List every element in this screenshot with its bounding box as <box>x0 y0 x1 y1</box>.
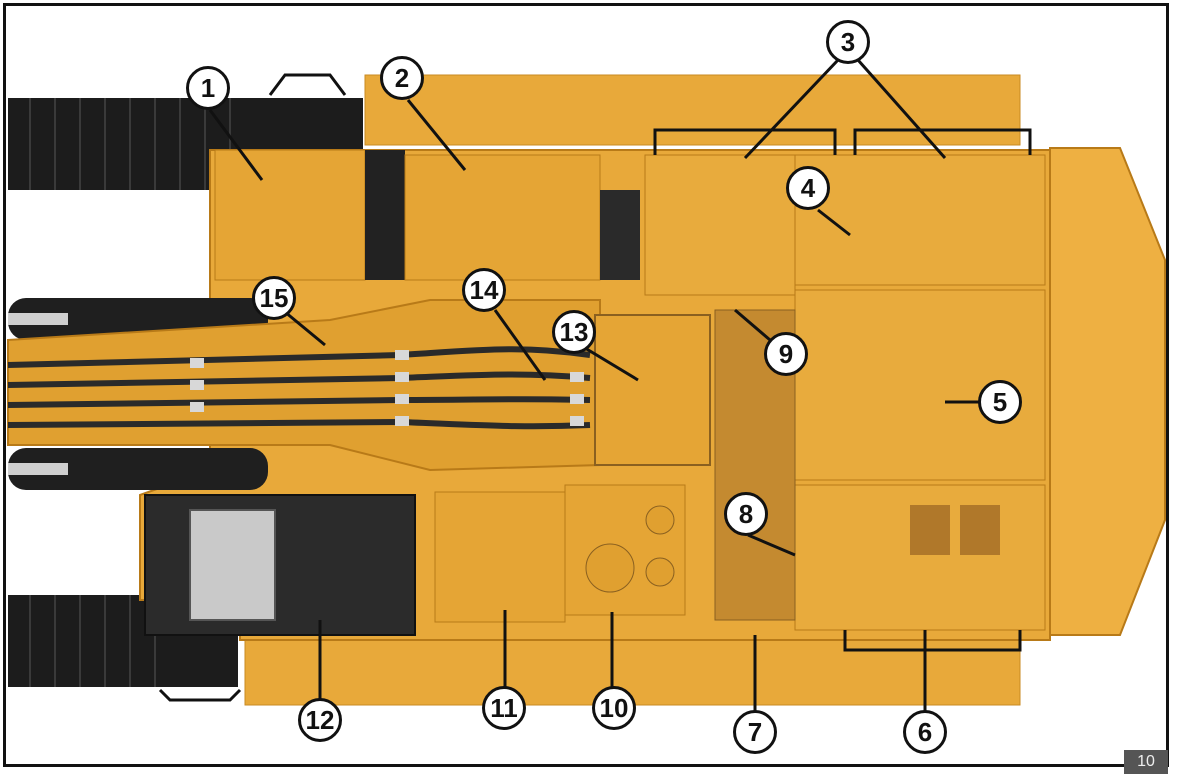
tank-2 <box>404 154 601 281</box>
hose-fittings <box>190 350 584 426</box>
callout-9: 9 <box>764 332 808 376</box>
dark-gap-2 <box>600 190 640 280</box>
callout-4: 4 <box>786 166 830 210</box>
leader-lines <box>208 58 980 712</box>
cylinder-rod-lower <box>8 463 68 475</box>
callout-11: 11 <box>482 686 526 730</box>
handrails <box>158 73 1032 702</box>
callout-12: 12 <box>298 698 342 742</box>
cab-window <box>189 509 276 621</box>
counterweight <box>1049 147 1166 636</box>
hood-upper-left <box>644 154 796 296</box>
page-number: 10 <box>1124 750 1168 774</box>
grille-left <box>910 505 950 555</box>
control-valve <box>594 314 711 466</box>
callout-8: 8 <box>724 492 768 536</box>
cab <box>144 494 416 636</box>
callout-7: 7 <box>733 710 777 754</box>
dark-gap <box>365 150 405 280</box>
callout-1: 1 <box>186 66 230 110</box>
filter-cap-bottom <box>645 557 675 587</box>
cylinder-rod-upper <box>8 313 68 325</box>
filter-cap-large <box>585 543 635 593</box>
callout-10: 10 <box>592 686 636 730</box>
grille-right <box>960 505 1000 555</box>
callout-6: 6 <box>903 710 947 754</box>
filter-cap-top <box>645 505 675 535</box>
left-compartment <box>214 149 366 281</box>
callout-13: 13 <box>552 310 596 354</box>
callout-5: 5 <box>978 380 1022 424</box>
callout-2: 2 <box>380 56 424 100</box>
callout-15: 15 <box>252 276 296 320</box>
hood-upper-right <box>794 154 1046 286</box>
boom-cylinder-lower <box>8 448 268 490</box>
callout-3: 3 <box>826 20 870 64</box>
callout-14: 14 <box>462 268 506 312</box>
walkway-top <box>364 74 1021 146</box>
tank-11 <box>434 491 566 623</box>
walkway-bottom <box>244 634 1021 706</box>
